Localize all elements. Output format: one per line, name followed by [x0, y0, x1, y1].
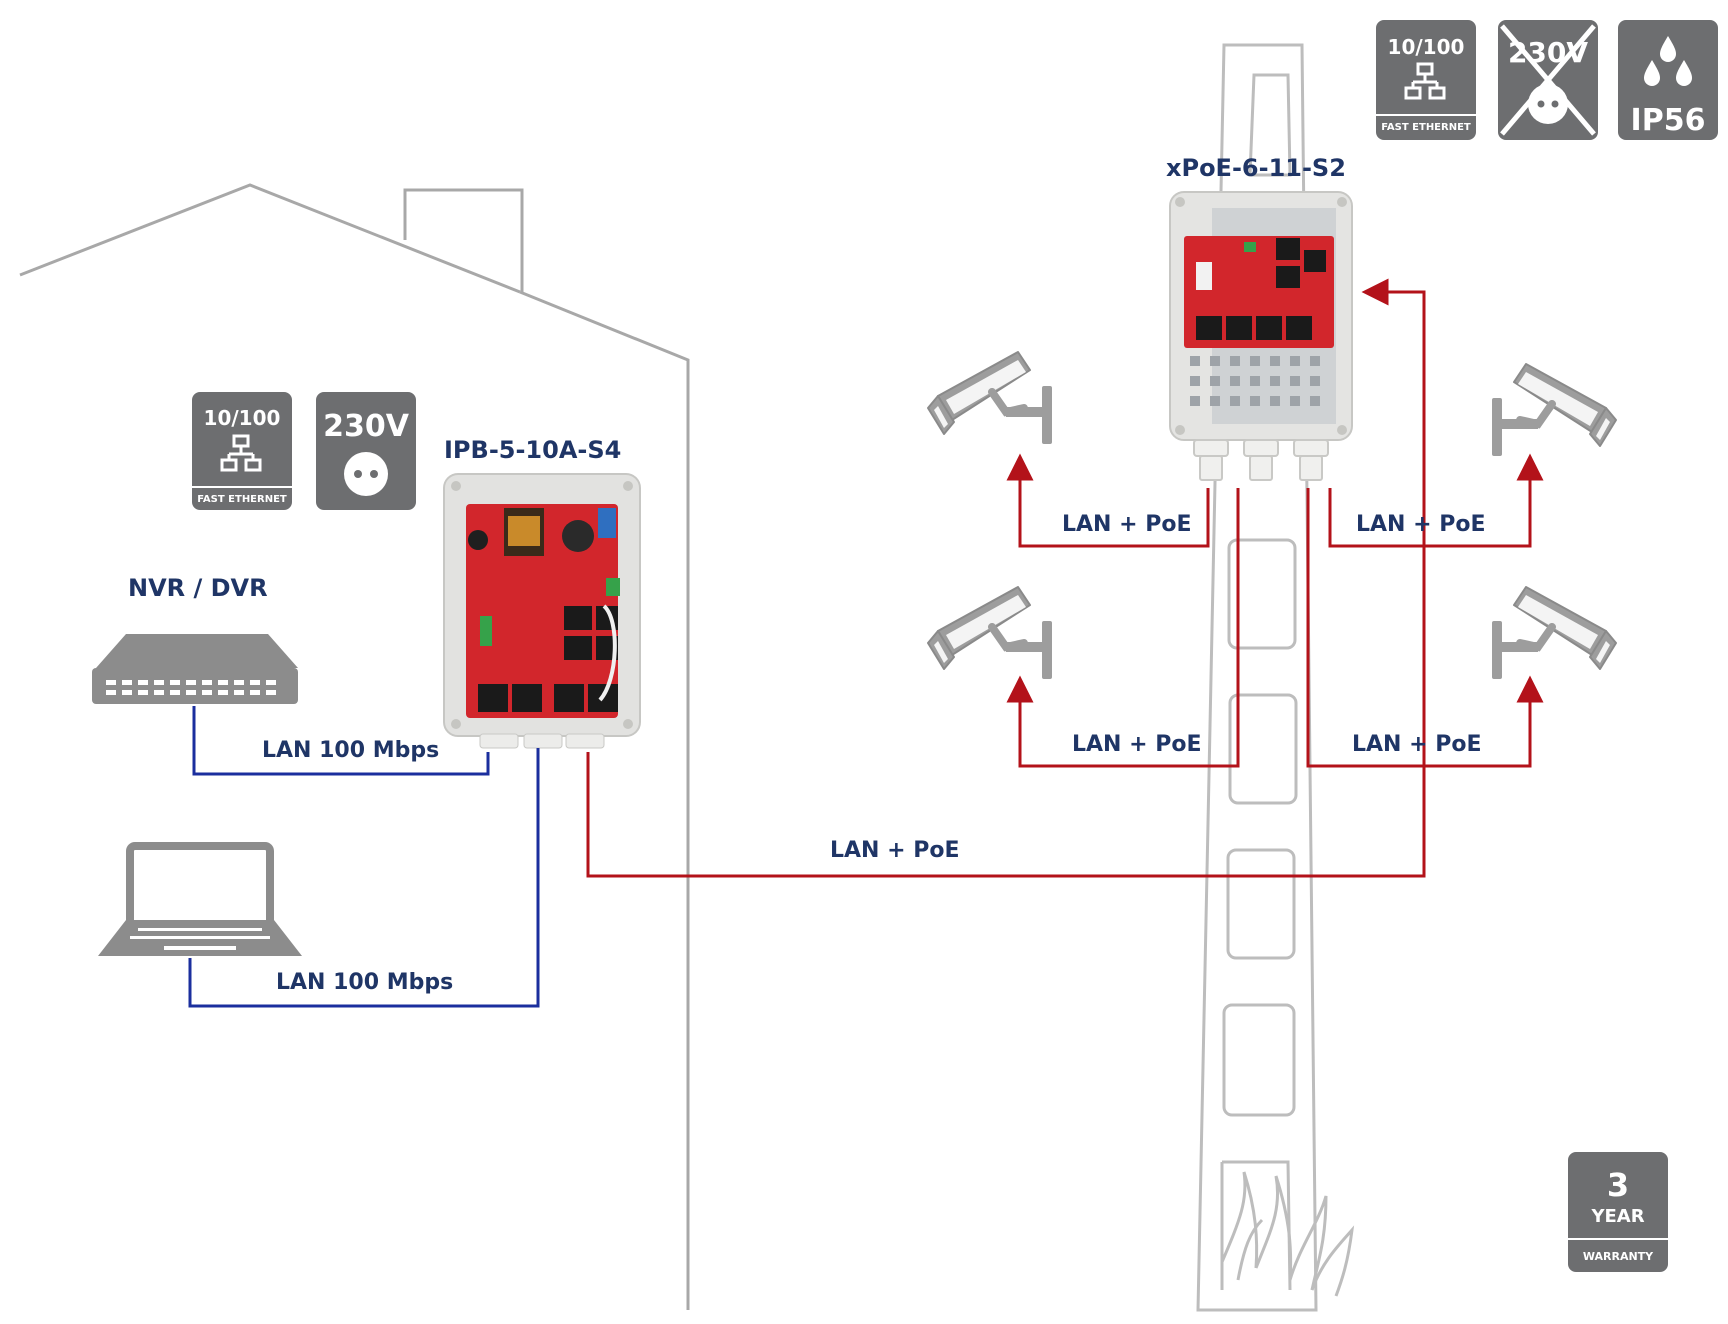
svg-text:WARRANTY: WARRANTY	[1583, 1250, 1654, 1263]
poe-line-top-right	[1328, 453, 1544, 548]
nvr-lan-label: LAN 100 Mbps	[262, 738, 440, 763]
laptop-lan-label: LAN 100 Mbps	[276, 970, 454, 995]
right-ip56-badge: IP56	[1618, 20, 1718, 140]
camera-icon-bottom-right	[1492, 587, 1616, 679]
laptop-lan-line	[188, 748, 540, 1008]
poe-label-bottom-right: LAN + PoE	[1352, 732, 1482, 757]
nvr-label: NVR / DVR	[128, 574, 268, 602]
svg-text:FAST ETHERNET: FAST ETHERNET	[197, 494, 287, 505]
trunk-poe-label: LAN + PoE	[830, 838, 960, 863]
laptop-icon	[98, 842, 302, 956]
poe-line-top-left	[1006, 453, 1210, 548]
poe-label-top-right: LAN + PoE	[1356, 512, 1486, 537]
svg-text:230V: 230V	[323, 409, 410, 444]
crossed-power-socket-icon	[1500, 24, 1596, 136]
poe-line-bottom-left	[1006, 488, 1240, 768]
poe-line-bottom-right	[1306, 488, 1544, 768]
svg-text:IP56: IP56	[1631, 103, 1706, 138]
ipb-switch-device	[443, 473, 641, 749]
ipb-switch-label: IPB-5-10A-S4	[444, 436, 622, 464]
left-fast-ethernet-badge: 10/100 FAST ETHERNET	[192, 392, 292, 510]
network-icon	[220, 434, 262, 472]
warranty-badge: 3 YEAR WARRANTY	[1568, 1152, 1668, 1272]
svg-text:FAST ETHERNET: FAST ETHERNET	[1381, 122, 1471, 133]
svg-text:10/100: 10/100	[204, 406, 281, 430]
poe-label-top-left: LAN + PoE	[1062, 512, 1192, 537]
camera-icon-bottom-left	[928, 587, 1052, 679]
left-230v-badge: 230V	[316, 392, 416, 510]
xpoe-switch-label: xPoE-6-11-S2	[1166, 154, 1346, 182]
svg-text:YEAR: YEAR	[1590, 1206, 1644, 1227]
nvr-device-icon	[92, 634, 298, 704]
utility-pole	[1196, 43, 1355, 1312]
poe-label-bottom-left: LAN + PoE	[1072, 732, 1202, 757]
svg-text:230V: 230V	[1508, 36, 1588, 69]
right-no-230v-badge: 230V	[1498, 20, 1598, 140]
nvr-lan-line	[192, 706, 490, 776]
water-drops-icon	[1644, 36, 1692, 86]
svg-text:3: 3	[1607, 1166, 1629, 1204]
house-outline	[19, 183, 690, 1310]
right-fast-ethernet-badge: 10/100 FAST ETHERNET	[1376, 20, 1476, 140]
svg-text:10/100: 10/100	[1388, 35, 1465, 59]
poe-trunk-line	[586, 278, 1426, 878]
network-icon	[1404, 62, 1446, 100]
camera-icon-top-right	[1492, 364, 1616, 456]
xpoe-switch-device	[1169, 191, 1353, 481]
camera-icon-top-left	[928, 352, 1052, 444]
power-socket-icon	[344, 452, 388, 496]
